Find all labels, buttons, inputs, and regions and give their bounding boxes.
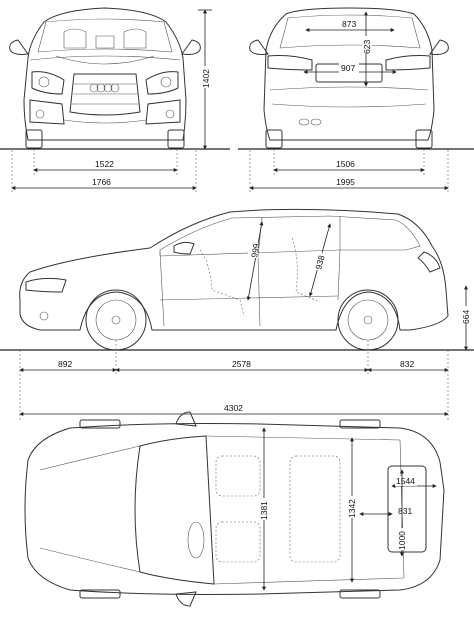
rear-view-dimensions: 873 623 907 1506 1995 (238, 11, 474, 192)
dim-rear-height-623: 623 (362, 40, 372, 54)
front-view (9, 7, 201, 149)
dim-top-trunk-width-min: 1000 (397, 531, 407, 550)
dim-rear-plate-width: 907 (341, 63, 355, 73)
top-view (24, 411, 445, 607)
dim-side-load-height: 664 (461, 310, 471, 324)
dim-front-height: 1402 (201, 69, 211, 88)
dim-rear-width-mirrors: 1995 (336, 177, 355, 187)
dim-top-trunk-width: 1544 (396, 476, 415, 486)
top-view-dimensions: 1381 1342 1544 831 1000 (258, 427, 437, 591)
dim-rear-upper-width: 873 (342, 19, 356, 29)
front-view-dimensions: 1402 1522 1766 (0, 9, 230, 192)
dim-rear-track: 1506 (336, 159, 355, 169)
dim-side-headroom-rear: 938 (313, 254, 326, 271)
dim-top-trunk-depth: 831 (398, 506, 412, 516)
dim-side-front-overhang: 892 (58, 359, 72, 369)
dim-side-rear-overhang: 832 (400, 359, 414, 369)
dim-top-front-shoulder: 1381 (259, 501, 269, 520)
dim-front-track: 1522 (95, 159, 114, 169)
dim-side-total-length: 4302 (224, 403, 243, 413)
dim-front-width: 1766 (92, 177, 111, 187)
side-view-dimensions: 999 938 664 892 2578 832 4302 (0, 221, 474, 420)
dim-side-wheelbase: 2578 (232, 359, 251, 369)
side-view (19, 208, 449, 351)
dim-side-headroom-front: 999 (249, 242, 261, 258)
dim-top-rear-shoulder: 1342 (347, 499, 357, 518)
